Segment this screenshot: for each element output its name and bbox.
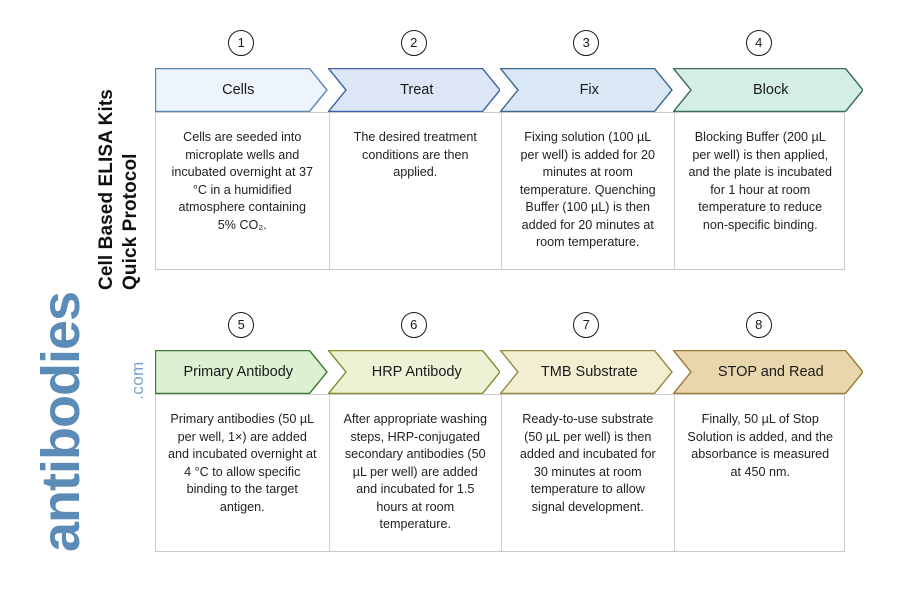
chevron-shape (155, 68, 328, 112)
chevron-shape (500, 68, 673, 112)
step-label: TMB Substrate (540, 364, 638, 380)
step-description-text: Primary antibodies (50 µL per well, 1×) … (168, 412, 317, 514)
step-number-badge: 7 (573, 312, 600, 338)
step-description-cell: Cells are seeded into microplate wells a… (156, 113, 329, 269)
step-label: Fix (579, 82, 599, 98)
step-label: Cells (222, 82, 255, 98)
step-label: Treat (400, 82, 434, 98)
step-chevron[interactable]: Primary Antibody (155, 350, 328, 394)
step-description-cell: Finally, 50 µL of Stop Solution is added… (673, 395, 847, 551)
step-chevron[interactable]: HRP Antibody (327, 350, 500, 394)
chevron-shape (327, 350, 500, 394)
step-label: Primary Antibody (183, 364, 294, 380)
step-chevron[interactable]: Cells (155, 68, 328, 112)
step-description-cell: After appropriate washing steps, HRP-con… (328, 395, 502, 551)
step-description-text: Fixing solution (100 µL per well) is add… (519, 130, 656, 249)
step-number-badge: 2 (400, 30, 427, 56)
step-number-badge: 5 (228, 312, 255, 338)
chevron-shape (155, 350, 328, 394)
chevron-shape (500, 350, 673, 394)
step-description-cell: Fixing solution (100 µL per well) is add… (501, 113, 674, 269)
step-chevron[interactable]: STOP and Read (672, 350, 863, 394)
page-title-line-2: Quick Protocol (120, 153, 141, 290)
step-chevron[interactable]: TMB Substrate (500, 350, 673, 394)
brand-logo-wordmark: antibodies (31, 291, 91, 552)
protocol-row-1: 1 2 3 4 Cells Treat Fix Block Cells are seeded… (155, 30, 863, 270)
step-description-cell: Ready-to-use substrate (50 µL per well) … (501, 395, 674, 551)
step-description-text: After appropriate washing steps, HRP-con… (343, 412, 487, 531)
step-description-cell: The desired treatment conditions are the… (328, 113, 502, 269)
step-number-badge: 6 (400, 312, 427, 338)
description-strip-row-2: Primary antibodies (50 µL per well, 1×) … (155, 394, 845, 552)
step-label: STOP and Read (717, 364, 824, 380)
brand-logo: antibodies .com (0, 280, 150, 580)
step-label: Block (753, 82, 789, 98)
chevron-strip-row-1: Cells Treat Fix Block (155, 68, 863, 112)
step-description-cell: Primary antibodies (50 µL per well, 1×) … (156, 395, 329, 551)
step-description-text: The desired treatment conditions are the… (353, 130, 477, 179)
step-chevron[interactable]: Fix (500, 68, 673, 112)
chevron-shape (327, 68, 500, 112)
step-chevron[interactable]: Treat (327, 68, 500, 112)
step-description-cell: Blocking Buffer (200 µL per well) is the… (673, 113, 847, 269)
page-title-line-1: Cell Based ELISA Kits (96, 89, 117, 290)
chevron-strip-row-2: Primary Antibody HRP Antibody TMB Substrat… (155, 350, 863, 394)
step-number-strip-row-2: 5 6 7 8 (155, 312, 845, 350)
protocol-row-2: 5 6 7 8 Primary Antibody HRP Antibody TMB Sub… (155, 312, 863, 552)
step-number-badge: 4 (745, 30, 772, 56)
step-description-text: Blocking Buffer (200 µL per well) is the… (688, 130, 833, 232)
chevron-shape (672, 68, 863, 112)
step-number-badge: 3 (573, 30, 600, 56)
step-number-strip-row-1: 1 2 3 4 (155, 30, 845, 68)
step-chevron[interactable]: Block (672, 68, 863, 112)
step-number-badge: 1 (228, 30, 255, 56)
step-label: HRP Antibody (371, 364, 462, 380)
chevron-shape (672, 350, 863, 394)
step-description-text: Cells are seeded into microplate wells a… (171, 130, 313, 232)
page-title: Cell Based ELISA Kits Quick Protocol (0, 0, 150, 300)
step-description-text: Finally, 50 µL of Stop Solution is added… (687, 412, 834, 479)
brand-logo-domain-suffix: .com (128, 361, 147, 400)
description-strip-row-1: Cells are seeded into microplate wells a… (155, 112, 845, 270)
step-number-badge: 8 (745, 312, 772, 338)
step-description-text: Ready-to-use substrate (50 µL per well) … (519, 412, 656, 514)
